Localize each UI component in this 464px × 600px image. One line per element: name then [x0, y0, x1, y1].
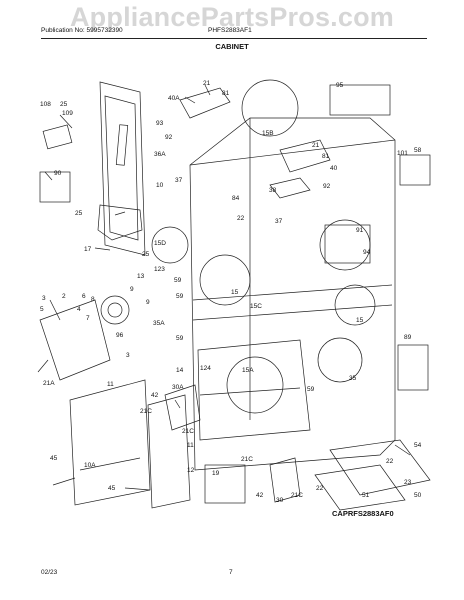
callout-label: 22 — [386, 458, 394, 465]
callout-label: 19 — [212, 470, 220, 477]
callout-label: 8 — [91, 296, 95, 303]
callout-label: 51 — [362, 492, 370, 499]
footer-date: 02/23 — [41, 569, 58, 576]
callout-label: 23 — [404, 479, 412, 486]
diagram-title: CABINET — [215, 42, 249, 51]
callout-label: 89 — [404, 334, 412, 341]
callout-label: 11 — [107, 381, 114, 388]
callout-label: 45 — [108, 485, 116, 492]
callout-label: 54 — [414, 442, 422, 449]
callout-label: 10 — [156, 182, 164, 189]
callout-label: 35A — [153, 320, 165, 327]
callout-label: 15B — [262, 130, 274, 137]
callout-label: 50 — [414, 492, 422, 499]
callout-label: 15C — [250, 303, 262, 310]
callout-label: 25 — [60, 101, 68, 108]
callout-label: 10A — [84, 462, 96, 469]
callout-label: 90 — [54, 170, 62, 177]
callout-label: 108 — [40, 101, 51, 108]
header-rule — [41, 38, 427, 39]
callout-label: 25 — [75, 210, 83, 217]
callout-label: 92 — [323, 183, 331, 190]
callout-label: 123 — [154, 266, 165, 273]
callout-label: 15A — [242, 367, 254, 374]
callout-label: 37 — [175, 177, 183, 184]
callout-label: 2 — [62, 293, 66, 300]
callout-label: 21C — [241, 456, 253, 463]
page-number: 7 — [229, 569, 233, 576]
callout-label: 81 — [222, 90, 230, 97]
diagram-code: CAPRFS2883AF0 — [332, 509, 394, 518]
callout-label: 7 — [86, 315, 90, 322]
callout-label: 3 — [126, 352, 130, 359]
callout-label: 45 — [50, 455, 58, 462]
callout-label: 6 — [82, 293, 86, 300]
callout-label: 9 — [146, 299, 150, 306]
callout-label: 30 — [276, 497, 284, 504]
callout-label: 36A — [154, 151, 166, 158]
callout-label: 35 — [349, 375, 357, 382]
callout-label: 22 — [237, 215, 245, 222]
callout-label: 17 — [84, 246, 92, 253]
callout-label: 13 — [137, 273, 145, 280]
callout-label: 15D — [154, 240, 166, 247]
callout-label: 42 — [256, 492, 264, 499]
callout-label: 95 — [336, 82, 344, 89]
callout-label: 21C — [182, 428, 194, 435]
callout-label: 21 — [312, 142, 320, 149]
callout-label: 22 — [316, 485, 324, 492]
callout-label: 124 — [200, 365, 211, 372]
callout-label: 11 — [187, 442, 194, 449]
callout-label: 40A — [168, 95, 180, 102]
callout-label: 4 — [77, 306, 81, 313]
model-number: PHFS2883AF1 — [208, 27, 252, 34]
callout-label: 9 — [130, 286, 134, 293]
callout-label: 21A — [43, 380, 55, 387]
callout-label: 58 — [414, 147, 422, 154]
publication-number: Publication No: 5995732390 — [41, 27, 123, 34]
callout-label: 37 — [275, 218, 283, 225]
callout-label: 40 — [330, 165, 338, 172]
callout-label: 15 — [356, 317, 364, 324]
callout-label: 93 — [156, 120, 164, 127]
callout-label: 15 — [231, 289, 239, 296]
callout-label: 81 — [322, 153, 330, 160]
callout-label: 21C — [140, 408, 152, 415]
callout-label: 14 — [176, 367, 184, 374]
callout-label: 25 — [142, 251, 150, 258]
page-header: Publication No: 5995732390 PHFS2883AF1 — [0, 27, 464, 43]
callout-label: 101 — [397, 150, 408, 157]
callout-label: 5 — [40, 306, 44, 313]
callout-label: 59 — [176, 293, 184, 300]
callout-label: 21C — [291, 492, 303, 499]
callout-label: 91 — [356, 227, 364, 234]
callout-label: 12 — [187, 467, 195, 474]
callout-label: 92 — [165, 134, 173, 141]
callout-label: 94 — [363, 249, 371, 256]
callout-label: 59 — [174, 277, 182, 284]
callout-label: 38 — [269, 187, 277, 194]
callout-label: 30A — [172, 384, 184, 391]
callout-label: 59 — [307, 386, 315, 393]
callout-label: 59 — [176, 335, 184, 342]
callout-label: 3 — [42, 295, 46, 302]
callout-label: 96 — [116, 332, 124, 339]
callout-label: 42 — [151, 392, 159, 399]
callout-label: 84 — [232, 195, 240, 202]
watermark-text: AppliancePartsPros.com — [69, 2, 394, 32]
callout-label: 21 — [203, 80, 211, 87]
callout-label: 109 — [62, 110, 73, 117]
